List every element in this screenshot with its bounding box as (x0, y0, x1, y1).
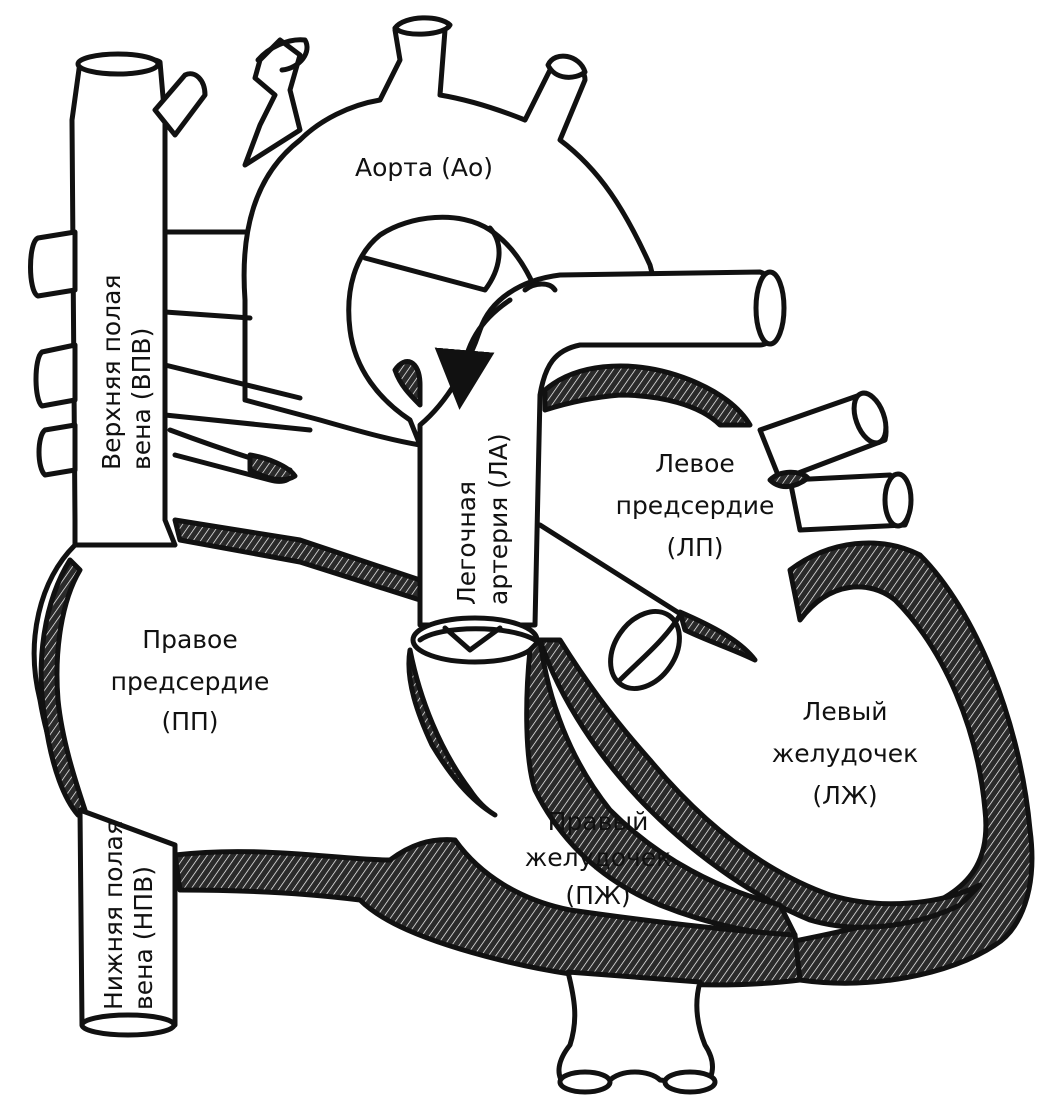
la-label-line3: (ЛП) (666, 533, 723, 562)
right-atrium-label: Правое предсердие (ПП) (111, 625, 270, 736)
rv-label-line2: желудочек (525, 843, 672, 872)
ivc-label-line1: Нижняя полая (99, 820, 128, 1010)
lv-label-line1: Левый (803, 697, 888, 726)
la-label-line2: предсердие (616, 491, 775, 520)
la-label-line1: Левое (655, 449, 735, 478)
aorta-label: Аорта (Ао) (355, 153, 493, 182)
pa-label-line2: артерия (ЛА) (484, 433, 513, 605)
left-ventricle-label: Левый желудочек (ЛЖ) (772, 697, 919, 810)
ra-label-line1: Правое (142, 625, 237, 654)
pa-label-line1: Легочная (452, 481, 481, 605)
left-atrium-label: Левое предсердие (ЛП) (616, 449, 775, 562)
rv-label-line3: (ПЖ) (565, 881, 630, 910)
ivc-label-line2: вена (НПВ) (129, 866, 158, 1010)
ra-label-line2: предсердие (111, 667, 270, 696)
svc-label-line1: Верхняя полая (97, 274, 126, 470)
svc-label-line2: вена (ВПВ) (127, 328, 156, 470)
lv-label-line2: желудочек (772, 739, 919, 768)
rv-label-line1: Правый (548, 807, 649, 836)
descending-aorta (559, 972, 715, 1092)
ra-label-line3: (ПП) (161, 707, 218, 736)
lv-label-line3: (ЛЖ) (812, 781, 877, 810)
